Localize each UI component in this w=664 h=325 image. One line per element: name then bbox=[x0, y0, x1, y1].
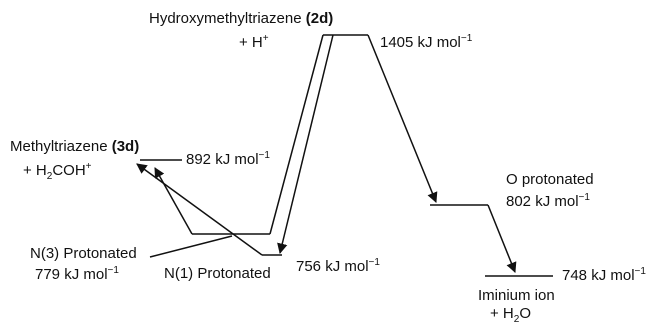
energy-value-2d: 1405 bbox=[380, 34, 414, 51]
energy-exp-3d: −1 bbox=[258, 150, 270, 161]
name-n1: N(1) Protonated bbox=[164, 265, 271, 282]
partner-iminium-suffix: O bbox=[519, 305, 531, 322]
id-3d: (3d) bbox=[111, 138, 140, 155]
partner-iminium-sub: 2 bbox=[513, 314, 520, 325]
energy-unit-n1: kJ mol bbox=[325, 258, 369, 275]
partner-h-charge: + bbox=[262, 33, 269, 44]
name-methyltriazene: Methyltriazene bbox=[10, 138, 108, 155]
partner-3d-sub: 2 bbox=[46, 171, 53, 182]
energy-methyltriazene: 892 kJ mol−1 bbox=[186, 151, 270, 169]
partner-3d-suffix: COH bbox=[52, 162, 86, 179]
partner-hydroxymethyltriazene: + H+ bbox=[239, 34, 269, 52]
partner-3d-prefix: + H bbox=[23, 162, 47, 179]
energy-exp-o: −1 bbox=[578, 192, 590, 203]
path-2d-to-o bbox=[367, 34, 438, 203]
energy-value-n1: 756 bbox=[296, 258, 322, 275]
path-n1-to-3d bbox=[136, 163, 263, 256]
name-hydroxymethyltriazene: Hydroxymethyltriazene bbox=[149, 10, 302, 27]
name-n3: N(3) Protonated bbox=[30, 245, 137, 262]
name-iminium: Iminium ion bbox=[478, 287, 555, 304]
label-hydroxymethyltriazene: Hydroxymethyltriazene (2d) bbox=[149, 10, 333, 28]
energy-unit-o: kJ mol bbox=[535, 193, 579, 210]
energy-unit-2d: kJ mol bbox=[417, 34, 461, 51]
id-2d: (2d) bbox=[305, 10, 334, 27]
label-methyltriazene: Methyltriazene (3d) bbox=[10, 138, 139, 156]
leader-n3 bbox=[149, 235, 233, 258]
label-iminium: Iminium ion bbox=[478, 287, 555, 305]
energy-value-n3: 779 bbox=[35, 266, 61, 283]
energy-value-o: 802 bbox=[506, 193, 532, 210]
label-n1-protonated: N(1) Protonated bbox=[164, 265, 271, 283]
energy-o-protonated: 802 kJ mol−1 bbox=[506, 193, 590, 211]
energy-hydroxymethyltriazene: 1405 kJ mol−1 bbox=[380, 34, 472, 52]
partner-iminium: + H2O bbox=[490, 305, 531, 325]
label-o-protonated: O protonated bbox=[506, 171, 594, 189]
partner-methyltriazene: + H2COH+ bbox=[23, 161, 92, 182]
energy-n3-protonated: 779 kJ mol−1 bbox=[35, 266, 119, 284]
energy-unit-3d: kJ mol bbox=[215, 151, 259, 168]
energy-exp-2d: −1 bbox=[460, 33, 473, 44]
energy-exp-n3: −1 bbox=[107, 265, 119, 276]
energy-value-iminium: 748 bbox=[562, 267, 588, 284]
energy-unit-iminium: kJ mol bbox=[591, 267, 635, 284]
energy-value-3d: 892 bbox=[186, 151, 212, 168]
path-o-to-iminium bbox=[487, 204, 517, 273]
partner-3d-charge: + bbox=[85, 161, 92, 172]
label-n3-protonated: N(3) Protonated bbox=[30, 245, 137, 263]
energy-exp-n1: −1 bbox=[368, 257, 380, 268]
name-o: O protonated bbox=[506, 171, 594, 188]
path-n3-to-2d bbox=[269, 34, 324, 235]
partner-iminium-prefix: + H bbox=[490, 305, 514, 322]
energy-iminium: 748 kJ mol−1 bbox=[562, 267, 646, 285]
path-2d-to-n1 bbox=[277, 34, 334, 255]
path-n3-to-3d bbox=[154, 167, 193, 235]
energy-unit-n3: kJ mol bbox=[64, 266, 108, 283]
energy-n1-protonated: 756 kJ mol−1 bbox=[296, 258, 380, 276]
energy-exp-iminium: −1 bbox=[634, 266, 646, 277]
partner-h: + H bbox=[239, 34, 263, 51]
